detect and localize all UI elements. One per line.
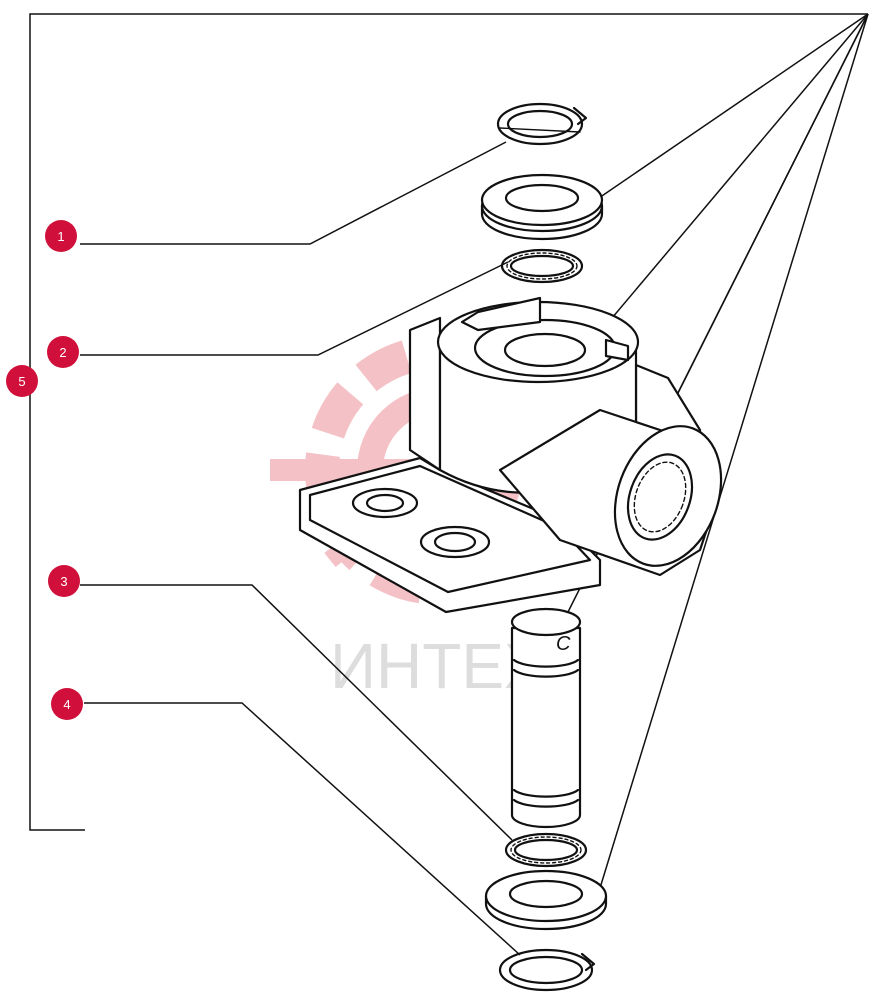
callout-badge (48, 565, 80, 597)
kit-bracket (29, 13, 868, 831)
retaining-ring-bottom (498, 948, 596, 992)
callout-2[interactable]: 2 (47, 336, 79, 368)
callout-badge (6, 365, 38, 397)
pin-mark: C (556, 633, 571, 655)
pivot-pin: C (510, 607, 582, 829)
callout-badge (47, 336, 79, 368)
callout-label: 5 (18, 374, 25, 389)
retaining-ring-top (496, 102, 588, 146)
callout-label: 3 (60, 574, 67, 589)
pivot-housing (298, 296, 723, 614)
callout-label: 2 (59, 345, 66, 360)
callout-leaders (80, 141, 521, 956)
callout-badge (45, 220, 77, 252)
spring-washer-bottom (504, 832, 588, 868)
callout-5[interactable]: 5 (6, 365, 38, 397)
callout-label: 1 (57, 229, 64, 244)
flat-washer-bottom (484, 869, 608, 931)
callout-1[interactable]: 1 (45, 220, 77, 252)
watermark-text: ИНТЕХ (330, 630, 547, 702)
spring-washer-top (500, 248, 584, 284)
callout-4[interactable]: 4 (51, 688, 83, 720)
callout-3[interactable]: 3 (48, 565, 80, 597)
flat-washer-top (480, 173, 604, 241)
callout-badge (51, 688, 83, 720)
callout-label: 4 (63, 697, 70, 712)
